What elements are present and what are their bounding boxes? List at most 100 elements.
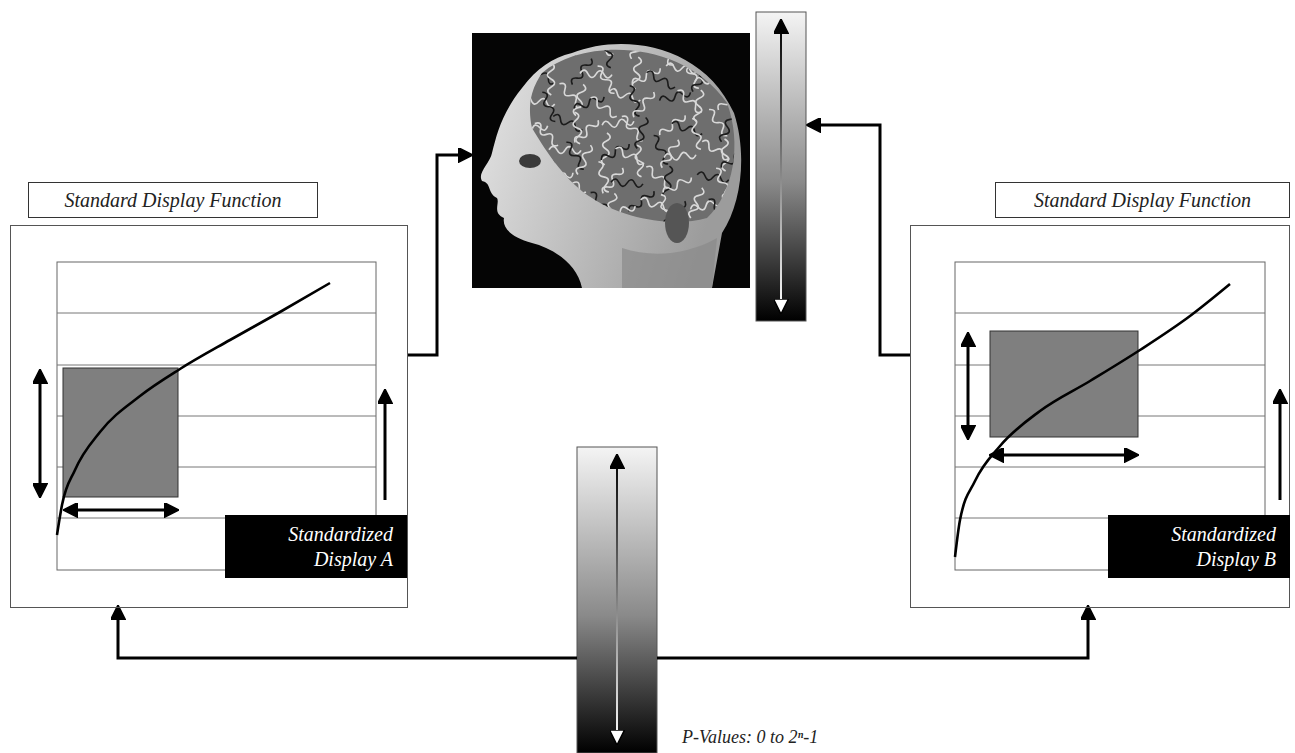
- gyrus-line: [634, 117, 649, 150]
- panel-title: Standard Display Function: [995, 182, 1290, 218]
- gyrus-line: [702, 44, 735, 61]
- ear: [665, 203, 689, 243]
- p-value-range-arrow: [992, 454, 1136, 457]
- gyrus-line: [650, 38, 676, 67]
- gyrus-line: [695, 76, 727, 85]
- gyrus-line: [719, 146, 749, 170]
- gyrus-line: [569, 32, 600, 54]
- gyrus-line: [547, 63, 555, 95]
- gyrus-line: [644, 164, 673, 190]
- display-curve: [57, 283, 330, 535]
- gyrus-line: [540, 188, 553, 221]
- gyrus-line: [603, 193, 618, 226]
- gyrus-line: [688, 187, 706, 219]
- gyrus-line: [661, 174, 693, 195]
- gyrus-line: [518, 38, 550, 45]
- gyrus-line: [664, 151, 696, 161]
- gyrus-line: [557, 81, 584, 109]
- gyrus-line: [634, 145, 645, 178]
- gyrus-line: [658, 113, 688, 138]
- grayscale-range-arrow: [780, 22, 782, 311]
- gyrus-line: [542, 160, 556, 193]
- display-range-box: [990, 331, 1138, 437]
- gyrus-line: [542, 194, 570, 222]
- neck-shadow: [622, 238, 717, 288]
- connector-arrow: [657, 608, 1088, 658]
- gyrus-line: [571, 112, 583, 145]
- p-value-bar: P-Values: 0 to 2ⁿ-1: [577, 447, 657, 753]
- display-label: Standardized Display A: [225, 515, 407, 578]
- gyrus-line: [583, 37, 615, 57]
- grid-line: [955, 467, 1265, 468]
- gyrus-line: [619, 114, 645, 143]
- gyrus-line: [663, 166, 673, 199]
- gyrus-line: [600, 141, 631, 163]
- gyrus-line: [573, 94, 605, 112]
- gyrus-line: [697, 171, 730, 183]
- display-name: Standardized Display B: [1126, 522, 1276, 572]
- gyrus-line: [718, 111, 736, 143]
- gyrus-line: [721, 171, 743, 202]
- brain-gyri: [516, 29, 750, 228]
- gyrus-line: [628, 29, 649, 61]
- gyrus-line: [544, 35, 562, 67]
- gyrus-line: [689, 118, 705, 151]
- display-range-box: [63, 368, 178, 497]
- luminance-range-arrow: [967, 335, 970, 437]
- gyrus-line: [633, 42, 666, 52]
- display-function-panel: Standardized Display B Standard Display F…: [910, 182, 1290, 608]
- gyrus-line: [604, 203, 636, 221]
- image-background: [472, 33, 750, 288]
- gyrus-line: [690, 30, 699, 62]
- panel-title: Standard Display Function: [28, 182, 318, 218]
- gyrus-line: [523, 95, 556, 107]
- luminance-axis-arrow: [384, 392, 387, 500]
- luminance-axis-arrow: [1279, 392, 1282, 500]
- gyrus-line: [706, 197, 734, 224]
- gyrus-line: [693, 90, 704, 123]
- gyrus-line: [526, 62, 557, 85]
- gyrus-line: [549, 146, 581, 154]
- gyrus-line: [532, 121, 560, 148]
- head-silhouette: [481, 44, 741, 288]
- gyrus-line: [690, 198, 723, 213]
- gyrus-line: [700, 139, 731, 162]
- gyrus-line: [573, 84, 587, 117]
- gyrus-line: [539, 91, 558, 123]
- grid-line: [955, 313, 1265, 314]
- connector-arrow: [118, 608, 577, 658]
- gyrus-line: [631, 90, 656, 120]
- grayscale-bar: [577, 447, 657, 753]
- gyrus-line: [532, 31, 556, 61]
- gyrus-line: [547, 47, 580, 61]
- gyrus-line: [611, 179, 643, 188]
- gyrus-line: [626, 85, 643, 118]
- brain-region: [530, 50, 734, 222]
- gyrus-line: [601, 133, 610, 165]
- gyrus-line: [689, 37, 719, 62]
- flow-arrow: [809, 125, 910, 355]
- luminance-range-arrow: [39, 372, 42, 495]
- eye: [519, 154, 541, 168]
- gyrus-line: [602, 36, 614, 69]
- gyrus-line: [573, 118, 601, 145]
- gyrus-line: [557, 171, 587, 195]
- gyrus-line: [716, 60, 748, 79]
- gyrus-line: [631, 65, 662, 87]
- flow-arrow: [408, 155, 470, 355]
- gyrus-line: [721, 139, 729, 171]
- p-value-label: P-Values: 0 to 2ⁿ-1: [680, 727, 820, 748]
- gyrus-line: [588, 190, 615, 218]
- grid-line: [57, 313, 376, 314]
- display-label: Standardized Display B: [1108, 515, 1290, 578]
- grid-line: [57, 365, 376, 366]
- gyrus-line: [675, 88, 704, 114]
- gyrus-line: [716, 84, 743, 112]
- gyrus-line: [580, 70, 612, 78]
- mri-head-image: [472, 29, 750, 288]
- gyrus-line: [554, 204, 587, 217]
- gyrus-line: [645, 70, 677, 91]
- gyrus-line: [595, 64, 618, 95]
